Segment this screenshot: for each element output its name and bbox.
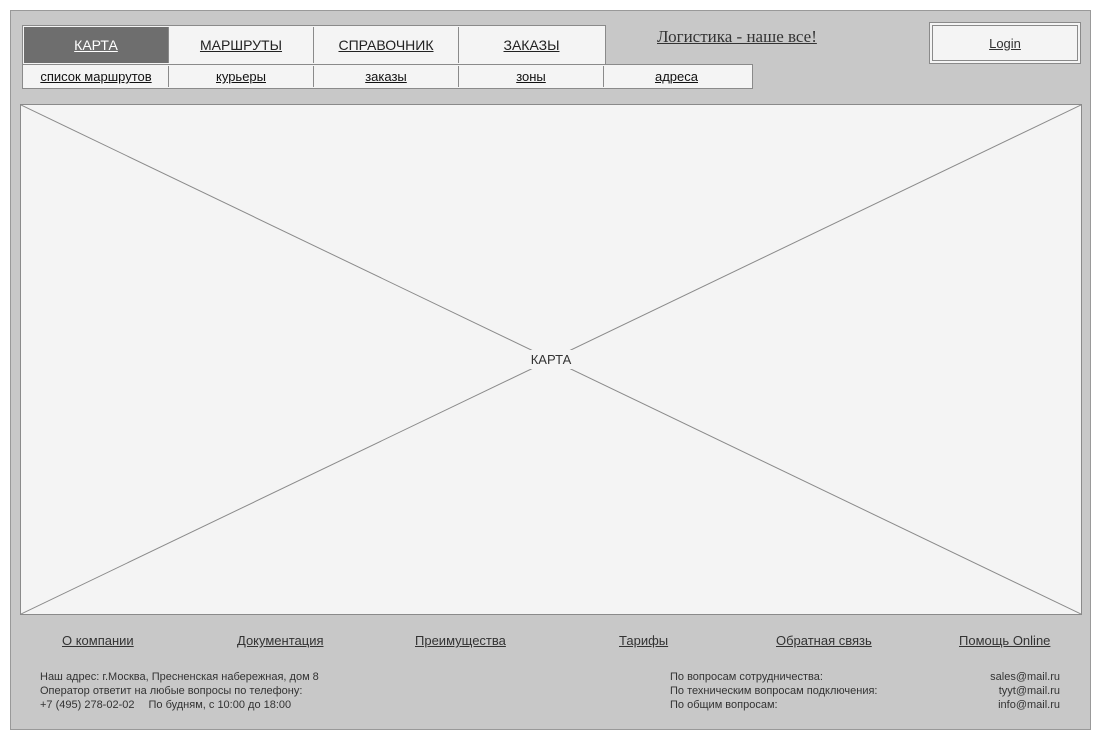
email-general[interactable]: info@mail.ru: [998, 699, 1060, 711]
hours-text: По будням, с 10:00 до 18:00: [148, 699, 292, 711]
subnav-item-couriers[interactable]: курьеры: [169, 66, 314, 87]
footer-links: О компании Документация Преимущества Тар…: [11, 633, 1092, 653]
subnav-item-addresses[interactable]: адреса: [654, 69, 698, 84]
tab-orders[interactable]: ЗАКАЗЫ: [459, 27, 604, 63]
email-tech[interactable]: tyyt@mail.ru: [998, 685, 1060, 697]
sub-nav: список маршрутов курьеры заказы зоны адр…: [22, 64, 753, 89]
login-button[interactable]: Login: [932, 25, 1078, 61]
contact-label-general: По общим вопросам:: [670, 699, 778, 711]
page-frame: КАРТА МАРШРУТЫ СПРАВОЧНИК ЗАКАЗЫ список …: [10, 10, 1091, 730]
footer-link-feedback[interactable]: Обратная связь: [776, 633, 872, 648]
company-contact-info: Наш адрес: г.Москва, Пресненская набереж…: [40, 670, 319, 712]
subnav-item-orders[interactable]: заказы: [314, 66, 459, 87]
slogan-link[interactable]: Логистика - наше все!: [657, 27, 817, 46]
login-container: Login: [929, 22, 1081, 64]
tab-map[interactable]: КАРТА: [24, 27, 169, 63]
operator-text: Оператор ответит на любые вопросы по тел…: [40, 685, 303, 697]
footer-link-pricing[interactable]: Тарифы: [619, 633, 669, 648]
footer-link-docs[interactable]: Документация: [237, 633, 324, 648]
contact-labels: По вопросам сотрудничества: По техническ…: [670, 670, 877, 712]
address-text: Наш адрес: г.Москва, Пресненская набереж…: [40, 671, 319, 683]
tab-routes[interactable]: МАРШРУТЫ: [169, 27, 314, 63]
footer-link-about[interactable]: О компании: [62, 633, 134, 648]
tab-reference[interactable]: СПРАВОЧНИК: [314, 27, 459, 63]
phone-text: +7 (495) 278-02-02: [40, 699, 135, 711]
map-placeholder[interactable]: КАРТА: [20, 104, 1082, 615]
contact-label-tech: По техническим вопросам подключения:: [670, 685, 878, 697]
contact-emails: sales@mail.ru tyyt@mail.ru info@mail.ru: [911, 670, 1060, 712]
footer-link-help[interactable]: Помощь Online: [959, 633, 1051, 648]
footer-link-advantages[interactable]: Преимущества: [415, 633, 506, 648]
main-nav: КАРТА МАРШРУТЫ СПРАВОЧНИК ЗАКАЗЫ: [22, 25, 606, 65]
subnav-item-route-list[interactable]: список маршрутов: [24, 66, 169, 87]
subnav-item-zones[interactable]: зоны: [459, 66, 604, 87]
email-sales[interactable]: sales@mail.ru: [990, 671, 1060, 683]
map-label: КАРТА: [526, 350, 576, 369]
contact-label-sales: По вопросам сотрудничества:: [670, 671, 823, 683]
